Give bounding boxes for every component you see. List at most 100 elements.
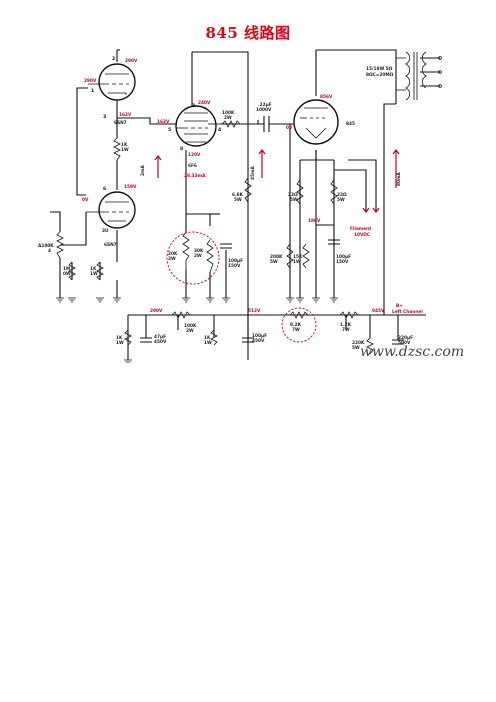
r-12k-power: 7W [342,327,350,333]
r-680-value: 6.8K [232,192,244,198]
t3-screen-voltage: 162V [157,119,170,125]
r-1k-t2-power: 1W [90,271,98,277]
c-220uf-value: 220μF [398,335,413,341]
r-680-power: 5W [234,197,242,203]
r-1k-t2-value: 1K [90,266,97,272]
filament-label: Filament [350,226,371,232]
svg-text:3: 3 [103,114,106,120]
c-100uf-ps-value: 100μF [252,333,267,339]
arrow-b-label: 45mA [250,166,256,180]
r-1k-value: 1K [121,142,128,148]
pot-value: A100K [38,243,54,249]
transformer-sub-label: 8ΩC=20MΩ [366,72,394,78]
ground-symbols [56,297,338,363]
t3-current: 28.33mA [184,173,206,179]
t2-cathode-voltage: 0V [82,197,89,203]
tube-845 [293,99,339,145]
pot-sub: 4 [48,248,51,254]
tube-6sn7-lower [86,191,136,229]
t3-name: 6F6 [188,163,197,169]
c-100uf-voltage: 150V [228,263,241,269]
r-30k-value: 30K [194,248,204,254]
t4-grid-voltage: 0V [286,125,293,131]
svg-text:4: 4 [218,127,221,133]
page-title: 845 线路图 [205,24,291,42]
t1-cathode-voltage: 162V [119,112,132,118]
svg-text:6: 6 [103,186,106,192]
r-12k-value: 1.2K [340,322,352,328]
labels: 290V 290V 162V 6SN7 2 1 3 6 8 3 5 4 1K 1… [38,56,464,360]
channel-label: Left Channel [392,309,423,315]
r-22a-value: 22Ω [288,192,298,198]
r-100k-t3-power: 2W [224,115,232,121]
svg-text:8: 8 [180,146,183,152]
r-200k-power: 5W [270,259,278,265]
c-220uf-voltage: 500V [398,340,411,346]
c-100uf-b-voltage: 150V [336,259,349,265]
t3-cathode-voltage: 120V [188,152,201,158]
r-22b-power: 5W [337,197,345,203]
c-100uf-ps-voltage: 450V [252,338,265,344]
svg-text:2: 2 [112,56,115,62]
arrow-a-label: 2mA [140,165,146,176]
r-100k-ps-power: 2W [186,328,194,334]
c-100uf-b-value: 100μF [336,254,351,260]
c-coupling-value: .22μF [258,102,272,108]
r-100k-ps-value: 100K [184,323,197,329]
psu-v2: 512V [248,308,261,314]
wires [50,49,440,360]
r-82k-value: 8.2K [290,322,302,328]
r-82k-power: 7W [292,327,300,333]
filament-voltage: 10VDC [354,232,370,238]
r-22b-value: 22Ω [337,192,347,198]
r-1k-b-value: 1K [204,335,211,341]
r-1k-ps-power: 1W [116,340,124,346]
watermark: www.dzsc.com [360,344,464,360]
t2-pin-label: 3U [102,228,109,234]
resistors [56,120,374,355]
r-200k-value: 200K [270,254,283,260]
t4-plate-voltage: 856V [320,94,333,100]
svg-text:1: 1 [91,88,94,94]
r-20k-power: 2W [168,256,176,262]
transformer-label: 15/18W 5Ω [366,66,393,72]
r-22a-power: 5W [290,197,298,203]
c-100uf-value: 100μF [228,258,243,264]
r-1m-power: 0W [63,271,71,277]
v-290-label: 290V [84,78,97,84]
t2-plate-voltage: 159V [124,184,137,190]
r-20k-value: 20K [168,251,178,257]
svg-text:5: 5 [168,127,171,133]
c-47uf-voltage: 450V [154,339,167,345]
r-15k-value: 15K [293,254,303,260]
t4-name: 845 [346,121,355,127]
r-1k-b-power: 1W [204,340,212,346]
t2-name: 6SN7 [104,242,117,248]
psu-v3: 945V [372,308,385,314]
r-1k-power: 1W [121,147,129,153]
psu-v1: 290V [150,308,163,314]
tube-6sn7-upper [88,63,136,101]
capacitors [140,116,404,345]
r-100k-t3-value: 100K [222,110,235,116]
b-plus-label: B+ [396,303,403,309]
t3-plate-voltage: 240V [198,100,211,106]
arrow-c-label: 80mA [396,172,402,186]
r-1m-value: 1M [63,266,70,272]
t4-cathode-voltage: 180V [308,218,321,224]
r-220k-ps-value: 220K [352,340,365,346]
t1-name: 6SN7 [114,120,127,126]
c-coupling-voltage: 1000V [256,107,272,113]
highlight-circles [166,231,317,343]
r-1k-ps-value: 1K [116,335,123,341]
c-47uf-value: 47μF [154,334,166,340]
r-220k-ps-power: 5W [352,345,360,351]
svg-text:3: 3 [192,103,195,109]
output-transformer [396,51,442,101]
t1-plate-voltage: 290V [125,58,138,64]
current-arrows [154,149,400,213]
tube-6f6 [175,105,220,147]
r-15k-power: 1W [293,259,301,265]
r-30k-power: 2W [194,253,202,259]
